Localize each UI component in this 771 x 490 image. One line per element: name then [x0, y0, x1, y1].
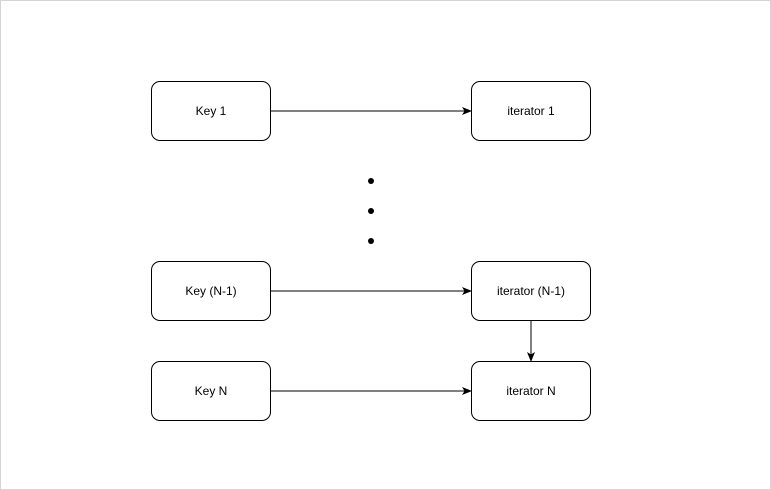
ellipsis-dot — [368, 238, 374, 244]
node-iterator-1[interactable]: iterator 1 — [471, 81, 591, 141]
node-key-n-minus-1[interactable]: Key (N-1) — [151, 261, 271, 321]
node-iterator-n-minus-1-label: iterator (N-1) — [496, 284, 565, 298]
node-key-n-minus-1-label: Key (N-1) — [185, 284, 237, 298]
node-iterator-n-minus-1[interactable]: iterator (N-1) — [471, 261, 591, 321]
node-key-n[interactable]: Key N — [151, 361, 271, 421]
node-key-1-label: Key 1 — [195, 104, 227, 118]
node-iterator-n[interactable]: iterator N — [471, 361, 591, 421]
ellipsis-dot — [368, 208, 374, 214]
node-key-1[interactable]: Key 1 — [151, 81, 271, 141]
node-iterator-n-label: iterator N — [506, 384, 556, 398]
ellipsis-dot — [368, 178, 374, 184]
node-iterator-1-label: iterator 1 — [507, 104, 555, 118]
node-key-n-label: Key N — [194, 384, 228, 398]
